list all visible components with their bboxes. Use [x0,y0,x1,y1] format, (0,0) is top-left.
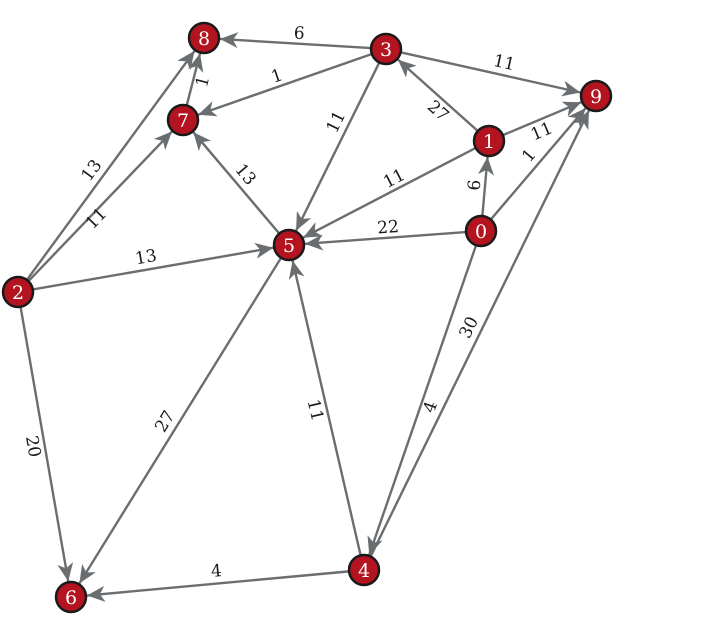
node-circle-3 [369,32,403,66]
edge-5-6 [78,257,283,585]
node-8: 8 [187,21,221,55]
edge-1-3 [397,58,479,132]
node-label-7: 7 [177,110,189,132]
edge-weight-label-3-9: 11 [491,51,516,75]
node-circle-8 [187,21,221,55]
edge-weight-label-3-8: 6 [293,23,305,44]
edge-weight-label-0-1: 6 [465,179,486,192]
edge-0-1 [478,156,494,217]
edge-2-8 [25,50,196,281]
edge-0-5 [304,230,467,251]
edge-weight-label-1-5: 11 [380,165,408,193]
edge-weight-label-7-8: 1 [192,74,214,89]
edge-4-5 [288,260,362,556]
node-circle-6 [54,580,88,614]
node-0: 0 [464,214,498,248]
node-label-8: 8 [198,28,210,50]
node-label-6: 6 [65,587,77,609]
node-circle-5 [272,228,306,262]
node-4: 4 [347,553,381,587]
edge-3-5 [295,61,381,232]
edge-2-5 [32,242,274,291]
node-circle-1 [472,124,506,158]
node-5: 5 [272,228,306,262]
edge-weight-label-0-5: 22 [377,217,400,239]
node-3: 3 [369,32,403,66]
node-label-0: 0 [475,221,487,243]
node-label-1: 1 [483,131,495,153]
edge-weight-label-1-3: 27 [423,97,452,126]
node-1: 1 [472,124,506,158]
node-circle-7 [166,103,200,137]
node-label-4: 4 [358,560,370,582]
edge-weight-label-2-7: 11 [82,204,111,233]
nodes-layer: 0 1 2 3 4 5 6 7 8 9 [1,21,613,614]
edge-weight-label-4-5: 11 [303,397,327,423]
edge-4-6 [86,570,350,602]
node-label-9: 9 [590,86,602,108]
edge-weight-label-0-4: 4 [420,399,442,416]
node-circle-9 [579,79,613,113]
node-circle-0 [464,214,498,248]
edge-1-9 [502,101,582,137]
edge-3-9 [400,51,581,97]
edge-7-8 [185,53,204,106]
node-label-5: 5 [283,235,295,257]
edge-1-5 [302,146,477,239]
edge-0-4 [367,244,478,556]
edge-2-6 [19,306,74,582]
edge-weight-label-5-6: 27 [151,407,179,436]
node-circle-4 [347,553,381,587]
edge-weight-label-2-6: 20 [21,434,44,459]
edge-weight-label-2-8: 13 [78,156,107,185]
node-7: 7 [166,103,200,137]
node-label-3: 3 [380,39,392,61]
edge-weight-label-3-7: 1 [269,65,286,87]
node-9: 9 [579,79,613,113]
edge-3-7 [197,52,373,117]
node-label-2: 2 [12,282,24,304]
edge-weight-label-0-9: 1 [518,145,540,166]
edge-4-9 [369,109,591,558]
node-circle-2 [1,275,35,309]
edge-0-9 [489,107,587,221]
edge-5-7 [192,131,281,235]
node-6: 6 [54,580,88,614]
edge-weight-label-4-6: 4 [210,561,223,582]
edge-weight-label-5-7: 13 [231,160,260,189]
edge-3-8 [219,32,372,50]
node-2: 2 [1,275,35,309]
edge-2-7 [27,130,173,283]
edge-weight-label-2-5: 13 [134,246,159,269]
